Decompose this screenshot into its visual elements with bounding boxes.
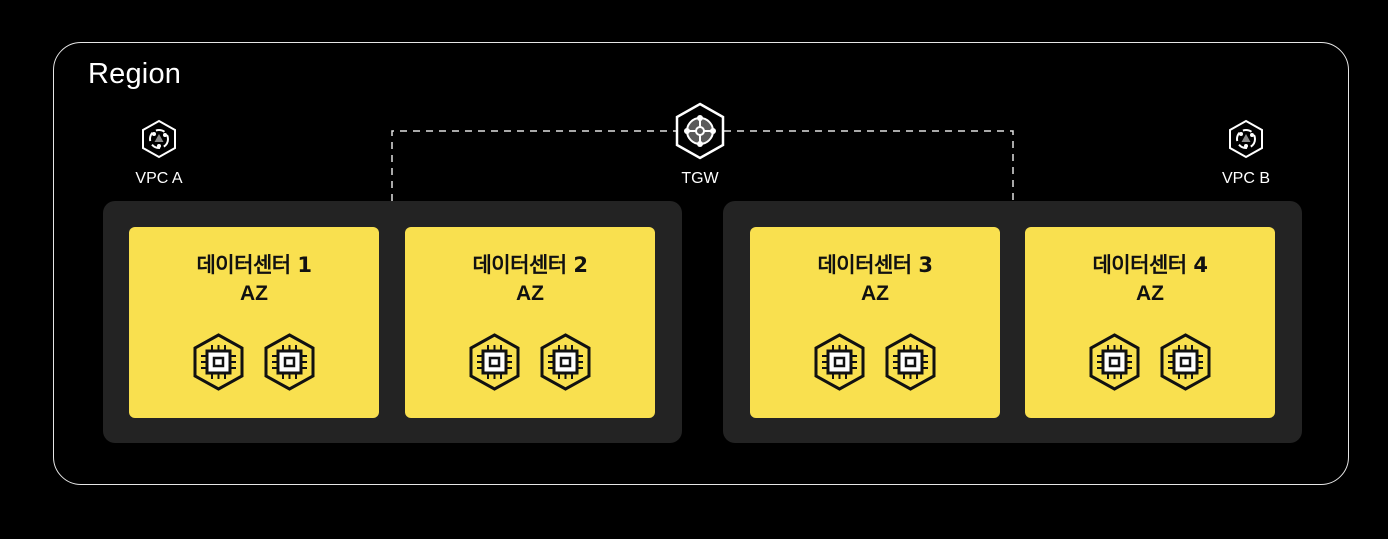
compute-instance-icon xyxy=(885,333,936,391)
datacenter-card-4: 데이터센터 4 AZ xyxy=(1025,227,1275,418)
datacenter-az-label: AZ xyxy=(861,282,889,305)
compute-instance-icon xyxy=(264,333,315,391)
compute-instance-icon xyxy=(1089,333,1140,391)
datacenter-az-label: AZ xyxy=(240,282,268,305)
region-label: Region xyxy=(88,58,182,90)
datacenter-title: 데이터센터 4 xyxy=(1092,253,1208,277)
datacenter-title: 데이터센터 3 xyxy=(817,253,933,277)
transit-gateway-icon xyxy=(673,101,727,165)
vpc-b-label: VPC B xyxy=(1221,170,1270,187)
datacenter-card-1: 데이터센터 1 AZ xyxy=(129,227,379,418)
compute-instance-icon xyxy=(469,333,520,391)
tgw-label: TGW xyxy=(681,170,719,187)
compute-instance-icon xyxy=(1160,333,1211,391)
compute-instance-icon xyxy=(814,333,865,391)
compute-instance-icon xyxy=(193,333,244,391)
datacenter-title: 데이터센터 2 xyxy=(472,253,588,277)
datacenter-az-label: AZ xyxy=(516,282,544,305)
vpc-a-label: VPC A xyxy=(135,170,183,187)
vpc-a-icon xyxy=(140,119,178,163)
vpc-b-icon xyxy=(1227,119,1265,163)
datacenter-card-2: 데이터센터 2 AZ xyxy=(405,227,655,418)
compute-instance-icon xyxy=(540,333,591,391)
region-boundary xyxy=(53,42,1349,485)
datacenter-card-3: 데이터센터 3 AZ xyxy=(750,227,1000,418)
datacenter-az-label: AZ xyxy=(1136,282,1164,305)
datacenter-title: 데이터센터 1 xyxy=(196,253,312,277)
